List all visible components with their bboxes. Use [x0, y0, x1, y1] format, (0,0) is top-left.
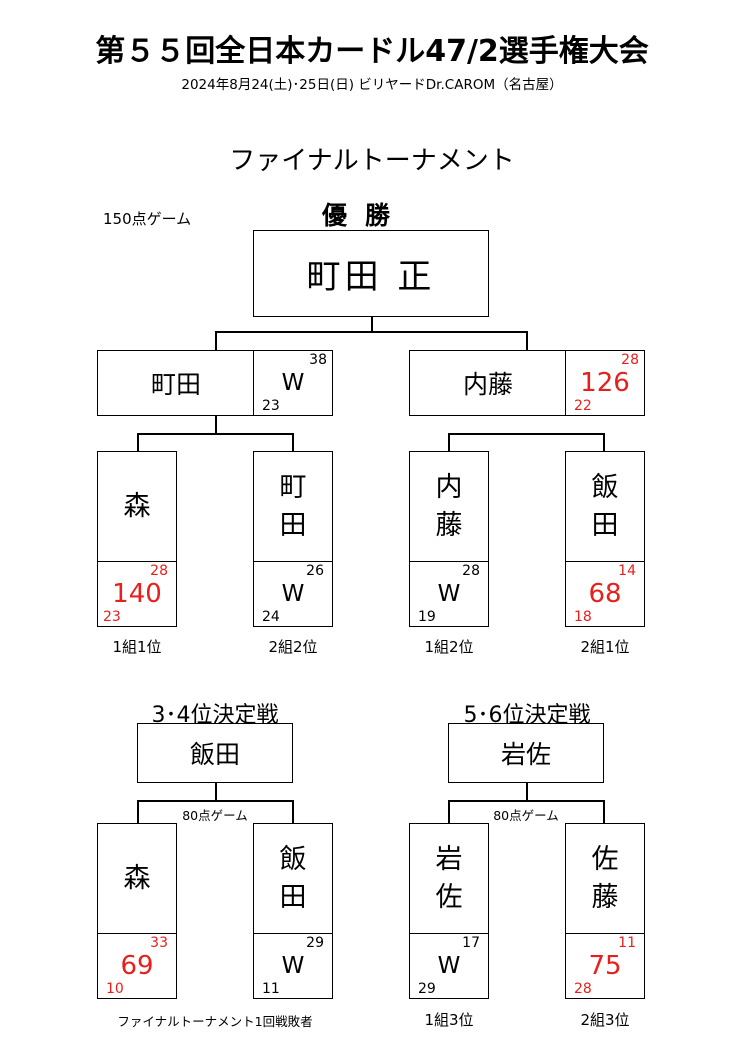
event-date-venue: 2024年8月24(土)･25日(日) ビリヤードDr.CAROM（名古屋） [181, 77, 563, 93]
semi-1-name: 町田 [150, 370, 201, 399]
playoff-34-p2-name: 飯田 [279, 844, 307, 913]
playoff-56-p1-score-bottom: 29 [418, 981, 436, 997]
bracket-line [215, 416, 217, 434]
quarter-4-name-box: 飯田 [565, 451, 645, 563]
semi-2-score-top: 28 [621, 352, 639, 368]
final-game-label: 150点ゲーム [103, 210, 192, 228]
playoff-56-winner: 岩佐 [500, 740, 551, 769]
playoff-34-caption: ファイナルトーナメント1回戦敗者 [117, 1014, 313, 1029]
quarter-1-seed: 1組1位 [112, 638, 162, 656]
playoff-34-p1-score-box: 33 69 10 [97, 933, 177, 999]
quarter-2-seed: 2組2位 [268, 638, 318, 656]
quarter-2-name: 町田 [279, 472, 307, 541]
quarter-3-score-bottom: 19 [418, 609, 436, 625]
bracket-line [292, 800, 294, 824]
playoff-34-p1-score-bottom: 10 [106, 981, 124, 997]
bracket-line [137, 800, 293, 802]
playoff-56-p2-seed: 2組3位 [580, 1011, 630, 1029]
bracket-line [603, 800, 605, 824]
bracket-line [215, 331, 527, 333]
bracket-line [526, 783, 528, 801]
quarter-1-name: 森 [123, 491, 151, 522]
quarter-4-seed: 2組1位 [580, 638, 630, 656]
bracket-line [137, 433, 293, 435]
quarter-3-name: 内藤 [435, 472, 463, 541]
quarter-2-score-bottom: 24 [262, 609, 280, 625]
playoff-56-p2-name: 佐藤 [591, 844, 619, 913]
quarter-1-score-box: 28 140 23 [97, 561, 177, 627]
quarter-2-score: W [281, 581, 305, 607]
playoff-34-p1-name: 森 [123, 863, 151, 894]
quarter-4-name: 飯田 [591, 472, 619, 541]
bracket-line [603, 433, 605, 452]
quarter-1-score-top: 28 [150, 563, 168, 579]
bracket-line [448, 800, 604, 802]
bracket-line [215, 783, 217, 801]
playoff-56-p2-score-box: 11 75 28 [565, 933, 645, 999]
playoff-34-p2-score-box: 29 W 11 [253, 933, 333, 999]
playoff-34-p1-name-box: 森 [97, 823, 177, 935]
bracket-line [215, 331, 217, 351]
playoff-56-p2-name-box: 佐藤 [565, 823, 645, 935]
quarter-1-score-bottom: 23 [103, 609, 121, 625]
semi-1-score-bottom: 23 [262, 398, 280, 414]
semi-2-score-box: 28 126 22 [565, 350, 645, 416]
semi-1-score-top: 38 [309, 352, 327, 368]
quarter-1-score: 140 [112, 579, 162, 609]
playoff-56-p1-score-top: 17 [462, 935, 480, 951]
playoff-34-p1-score: 69 [120, 951, 154, 981]
quarter-2-name-box: 町田 [253, 451, 333, 563]
page-title: 第５５回全日本カードル47/2選手権大会 [95, 34, 649, 69]
playoff-56-p2-score: 75 [588, 951, 622, 981]
bracket-line [448, 433, 450, 452]
quarter-3-seed: 1組2位 [424, 638, 474, 656]
champion-box: 町田 正 [253, 230, 489, 317]
quarter-4-score-box: 14 68 18 [565, 561, 645, 627]
quarter-2-score-box: 26 W 24 [253, 561, 333, 627]
bracket-line [137, 800, 139, 824]
semi-2-score-bottom: 22 [574, 398, 592, 414]
quarter-2-score-top: 26 [306, 563, 324, 579]
semi-1-name-box: 町田 [97, 350, 255, 416]
playoff-34-p2-name-box: 飯田 [253, 823, 333, 935]
bracket-line [526, 331, 528, 351]
quarter-3-score-top: 28 [462, 563, 480, 579]
playoff-56-p1-name-box: 岩佐 [409, 823, 489, 935]
playoff-56-p2-score-top: 11 [618, 935, 636, 951]
semi-1-score: W [281, 370, 305, 396]
champion-name: 町田 正 [306, 257, 436, 297]
playoff-56-winner-box: 岩佐 [448, 723, 604, 783]
bracket-line [448, 800, 450, 824]
semi-1-score-box: 38 W 23 [253, 350, 333, 416]
quarter-4-score-top: 14 [618, 563, 636, 579]
bracket-line [371, 317, 373, 332]
bracket-line [137, 433, 139, 452]
playoff-34-winner-box: 飯田 [137, 723, 293, 783]
semi-2-name: 内藤 [462, 370, 513, 399]
playoff-34-p2-score-top: 29 [306, 935, 324, 951]
quarter-3-score: W [437, 581, 461, 607]
playoff-56-game-label: 80点ゲーム [493, 808, 559, 823]
quarter-4-score-bottom: 18 [574, 609, 592, 625]
playoff-56-p2-score-bottom: 28 [574, 981, 592, 997]
playoff-34-game-label: 80点ゲーム [182, 808, 248, 823]
quarter-1-name-box: 森 [97, 451, 177, 563]
playoff-34-p1-score-top: 33 [150, 935, 168, 951]
semi-2-name-box: 内藤 [409, 350, 567, 416]
playoff-56-p1-name: 岩佐 [435, 844, 463, 913]
quarter-3-score-box: 28 W 19 [409, 561, 489, 627]
playoff-34-p2-score: W [281, 953, 305, 979]
playoff-56-p1-score-box: 17 W 29 [409, 933, 489, 999]
bracket-line [292, 433, 294, 452]
bracket-line [448, 433, 604, 435]
playoff-34-p2-score-bottom: 11 [262, 981, 280, 997]
quarter-4-score: 68 [588, 579, 622, 609]
quarter-3-name-box: 内藤 [409, 451, 489, 563]
playoff-56-p1-score: W [437, 953, 461, 979]
champion-label: 優勝 [322, 201, 409, 230]
section-title: ファイナルトーナメント [229, 146, 515, 176]
playoff-34-winner: 飯田 [189, 740, 240, 769]
semi-2-score: 126 [580, 368, 630, 398]
playoff-56-p1-seed: 1組3位 [424, 1011, 474, 1029]
